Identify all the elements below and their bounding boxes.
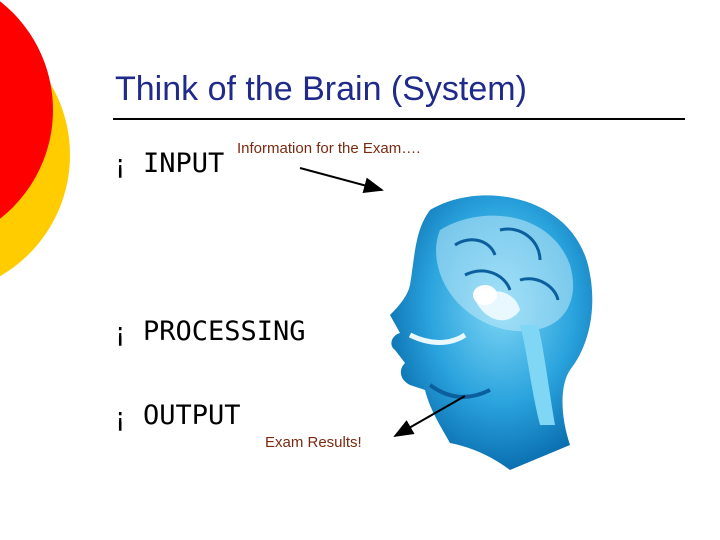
- decorative-circles: [0, 1, 70, 277]
- bullet-input: INPUT: [143, 148, 225, 179]
- input-annotation: Information for the Exam….: [237, 140, 421, 157]
- slide-title: Think of the Brain (System): [115, 70, 527, 108]
- bullet-marker-output: ¡: [115, 403, 126, 433]
- output-annotation: Exam Results!: [265, 434, 362, 451]
- bullet-marker-input: ¡: [115, 150, 126, 180]
- bullet-processing: PROCESSING: [143, 316, 306, 347]
- red-circle: [0, 1, 53, 219]
- bullet-marker-processing: ¡: [115, 318, 126, 348]
- bullet-output: OUTPUT: [143, 400, 241, 431]
- title-divider: [113, 118, 685, 120]
- brain-mri-icon: [390, 195, 593, 470]
